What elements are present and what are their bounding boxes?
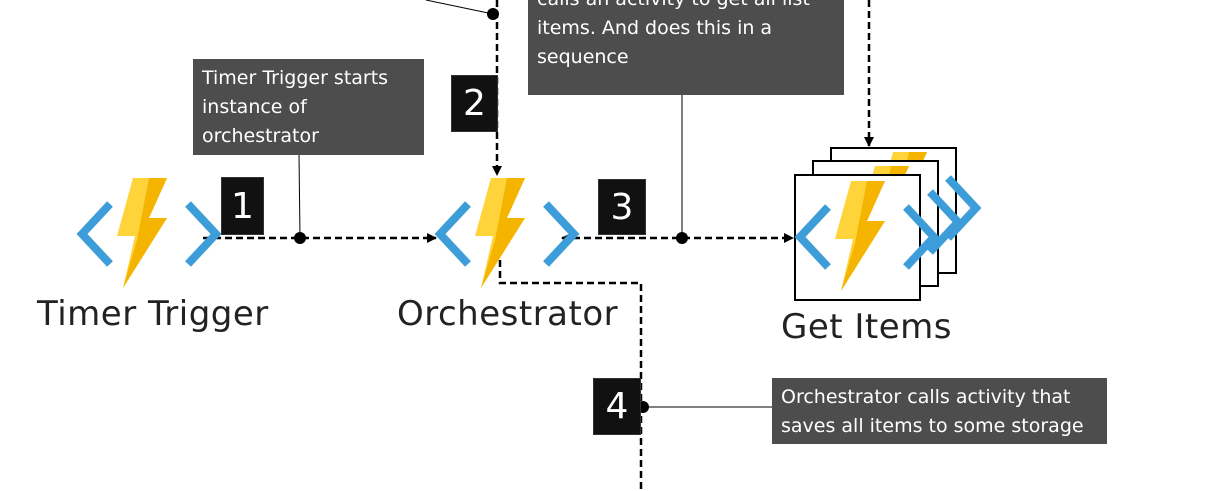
connector-lines: [203, 0, 874, 491]
label-timer-trigger: Timer Trigger: [37, 294, 269, 334]
get-items-stack-icon: [794, 147, 976, 301]
callout-step-1: Timer Trigger starts instance of orchest…: [193, 59, 424, 155]
label-orchestrator: Orchestrator: [397, 294, 619, 334]
callout-leaders: [298, 0, 772, 408]
step-badge-2: 2: [451, 75, 498, 132]
step-badge-4: 4: [593, 378, 641, 435]
orchestrator-icon: [440, 178, 574, 288]
callout-step-4: Orchestrator calls activity that saves a…: [772, 378, 1107, 444]
step-badge-3: 3: [598, 179, 646, 235]
timer-trigger-icon: [82, 178, 216, 288]
label-get-items: Get Items: [781, 307, 953, 347]
callout-step-3: calls an activity to get all list items.…: [528, 0, 844, 95]
step-badge-1: 1: [221, 177, 264, 235]
edge-orchestrator-to-storage: [498, 260, 643, 491]
